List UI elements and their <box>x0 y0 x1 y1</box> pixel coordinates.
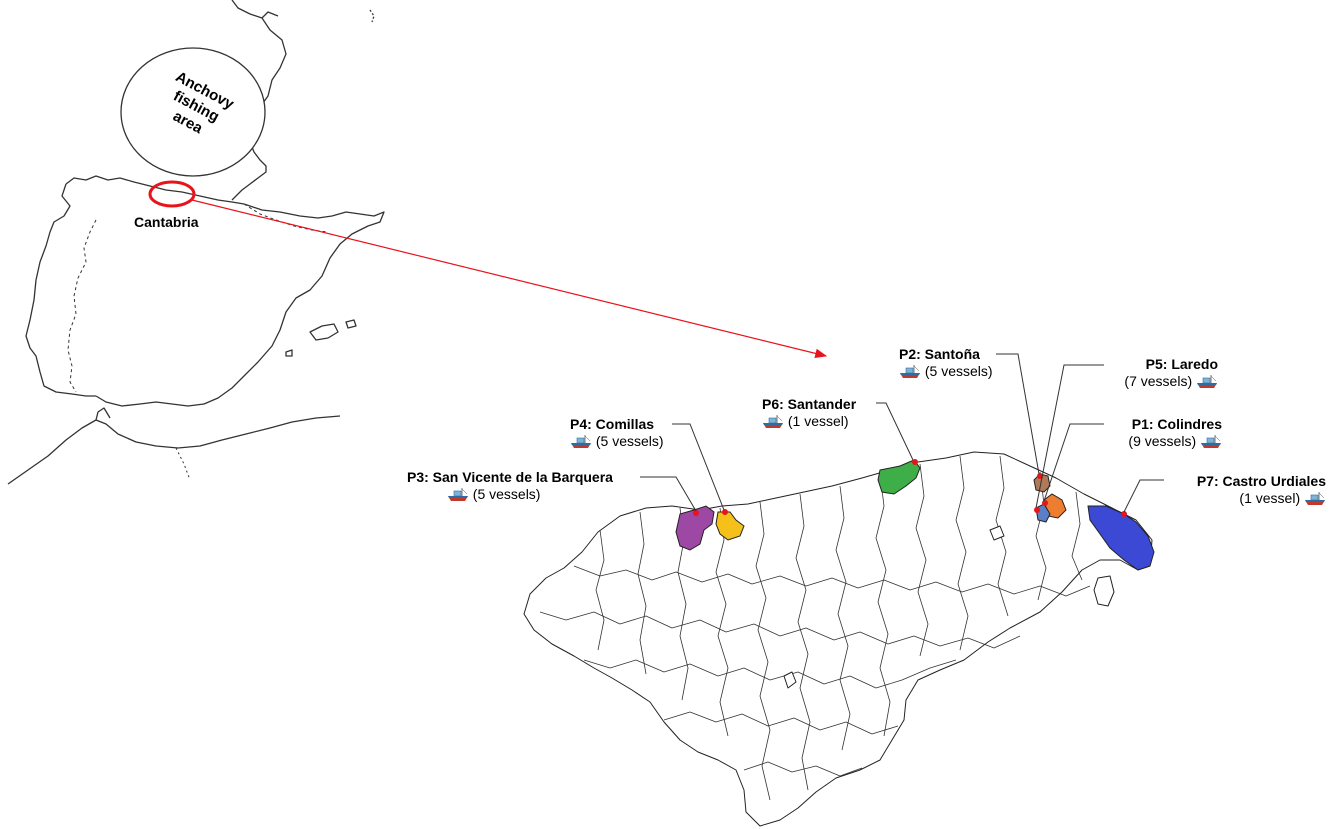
fishing-area-ellipse <box>120 47 266 177</box>
portugal-west-coastline <box>25 183 96 397</box>
p3-san-vicente-region <box>675 505 715 551</box>
spain-east-coastline <box>95 203 385 407</box>
port-markers <box>693 459 1127 517</box>
port-marker-p3 <box>693 510 699 516</box>
fishing-boat-icon <box>570 435 592 449</box>
balearic-islands <box>309 323 339 341</box>
port-label-p6: P6: Santander (1 vessel) <box>762 396 856 430</box>
port-label-p5: P5: Laredo (7 vessels) <box>1106 356 1218 390</box>
port-vessels-p7: (1 vessel) <box>1239 490 1301 506</box>
leader-p3 <box>640 476 697 512</box>
port-label-p3: P3: San Vicente de la Barquera (5 vessel… <box>407 469 613 503</box>
port-title-p1: P1: Colindres <box>1131 416 1222 432</box>
port-vessels-p2: (5 vessels) <box>924 363 993 379</box>
fishing-boat-icon <box>1304 492 1326 506</box>
north-africa-coastline <box>7 415 341 485</box>
fishing-boat-icon <box>1196 375 1218 389</box>
leader-p7 <box>1123 479 1164 513</box>
leader-lines <box>640 353 1164 513</box>
port-marker-p1 <box>1042 500 1048 506</box>
spain-north-coastline <box>65 175 245 205</box>
cantabria-label: Cantabria <box>134 214 199 230</box>
leader-p1 <box>1043 423 1104 502</box>
p6-santander-region <box>877 459 921 495</box>
port-title-p3: P3: San Vicente de la Barquera <box>407 469 613 485</box>
iberia-overview-map <box>7 0 385 485</box>
port-marker-p7 <box>1121 511 1127 517</box>
fishing-boat-icon <box>899 365 921 379</box>
fishing-boat-icon <box>1200 435 1222 449</box>
port-marker-p6 <box>912 459 918 465</box>
port-label-p7: P7: Castro Urdiales (1 vessel) <box>1166 473 1326 507</box>
port-marker-p4 <box>722 509 728 515</box>
leader-p5 <box>1035 364 1104 509</box>
port-vessels-p4: (5 vessels) <box>595 433 664 449</box>
fishing-boat-icon <box>447 488 469 502</box>
cantabria-highlight-circle <box>148 180 196 208</box>
port-vessels-p5: (7 vessels) <box>1124 373 1193 389</box>
port-label-p2: P2: Santoña (5 vessels) <box>899 346 993 380</box>
port-title-p4: P4: Comillas <box>570 416 655 432</box>
portugal-spain-border <box>67 219 97 393</box>
port-label-p1: P1: Colindres (9 vessels) <box>1106 416 1222 450</box>
port-title-p2: P2: Santoña <box>899 346 980 362</box>
leader-p6 <box>876 402 914 461</box>
port-title-p7: P7: Castro Urdiales <box>1196 473 1326 489</box>
port-title-p5: P5: Laredo <box>1145 356 1218 372</box>
port-marker-p5 <box>1034 507 1040 513</box>
port-title-p6: P6: Santander <box>762 396 857 412</box>
port-vessels-p6: (1 vessel) <box>787 413 849 429</box>
p4-comillas-region <box>715 511 745 541</box>
leader-p2 <box>996 353 1040 475</box>
port-label-p4: P4: Comillas (5 vessels) <box>570 416 664 450</box>
port-vessels-p3: (5 vessels) <box>472 486 541 502</box>
zoom-arrow <box>191 199 828 359</box>
leader-p4 <box>672 423 725 511</box>
port-vessels-p1: (9 vessels) <box>1128 433 1197 449</box>
fishing-boat-icon <box>762 415 784 429</box>
